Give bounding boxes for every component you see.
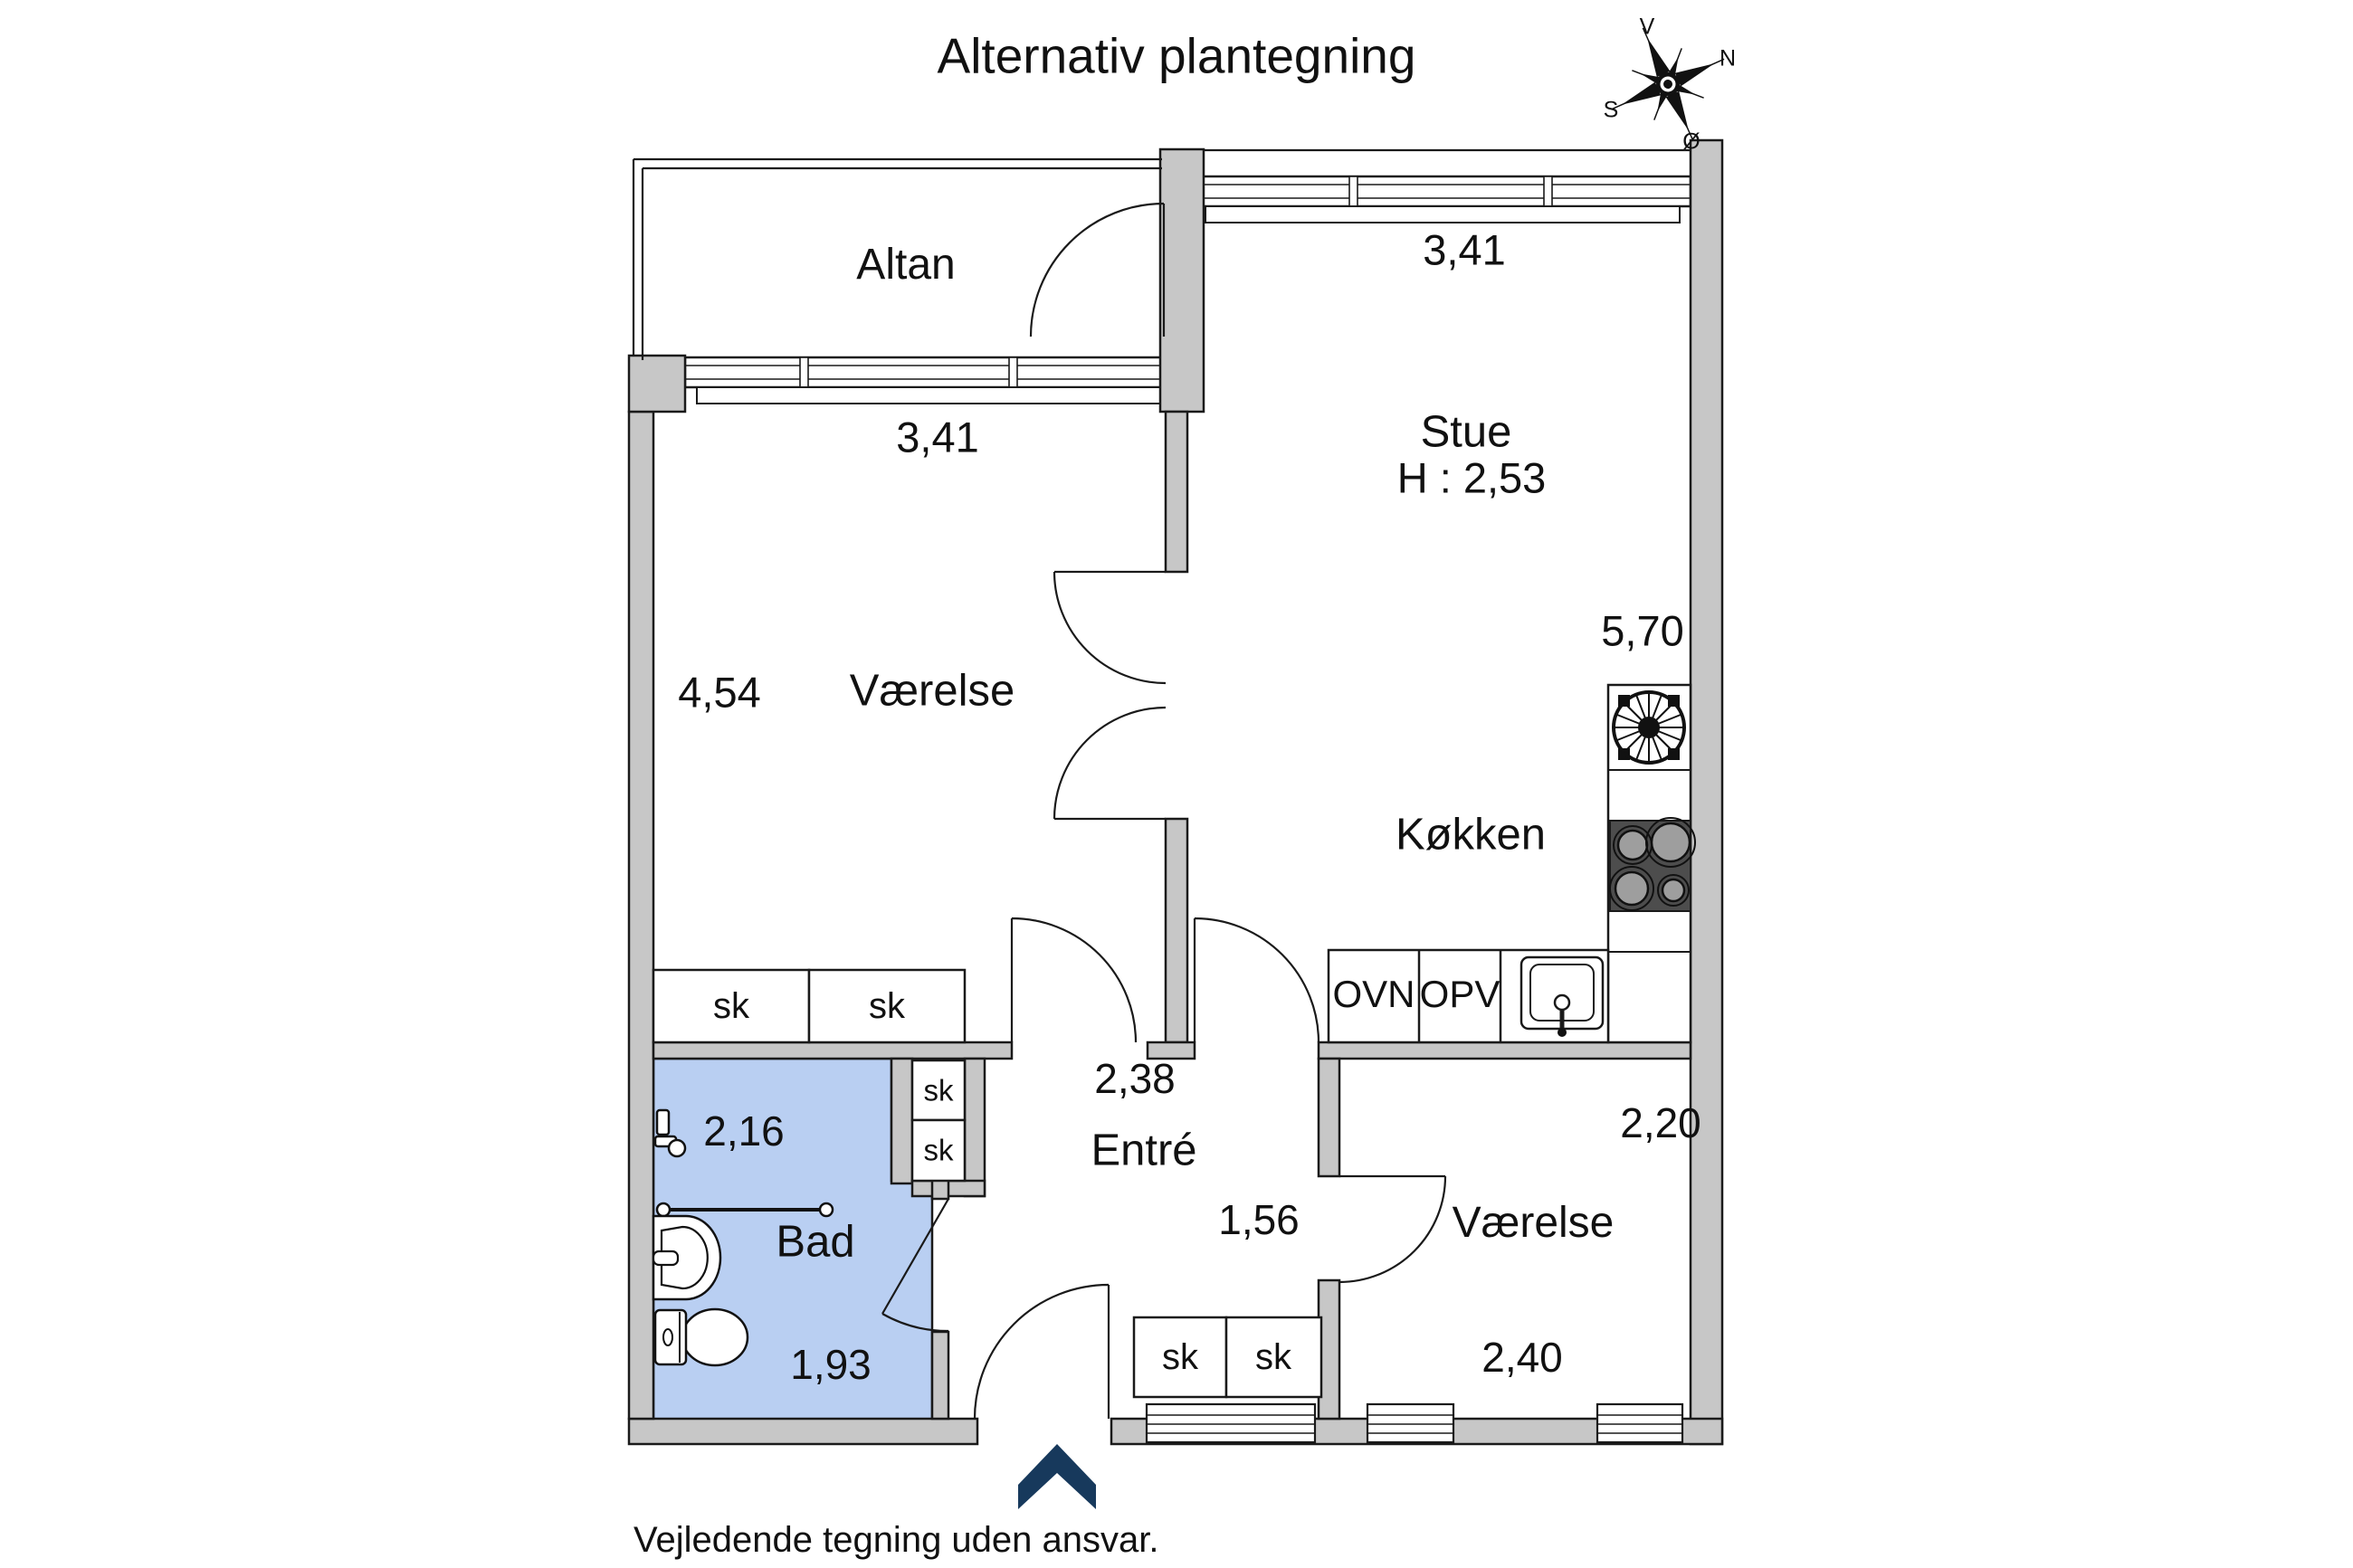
dim-ceiling-height: H : 2,53 xyxy=(1396,453,1547,502)
room-label-bedroom2: Værelse xyxy=(1452,1199,1615,1247)
shower-rail xyxy=(655,1202,834,1218)
door-double-upper xyxy=(1053,570,1167,685)
closet-bedroom1-b xyxy=(807,968,967,1044)
closet-label-3: sk xyxy=(923,1073,954,1107)
closet-label-2: sk xyxy=(869,986,905,1026)
wall-bedroom2-upper xyxy=(1317,1057,1341,1178)
door-hall-left xyxy=(1010,917,1138,1043)
wall-mid-c xyxy=(1317,1041,1692,1060)
dim-hall-width: 2,38 xyxy=(1094,1055,1176,1102)
dim-bedroom1-window: 3,41 xyxy=(896,413,979,461)
closets xyxy=(652,968,1323,1399)
cooktop-icon xyxy=(1609,817,1696,912)
extractor-fan-icon xyxy=(1612,690,1686,765)
closet-bedroom1-a xyxy=(652,968,811,1044)
balcony-railing xyxy=(632,157,1162,360)
kitchen-sink-icon xyxy=(1519,955,1605,1037)
dim-living-window: 3,41 xyxy=(1423,225,1506,274)
closet-label-4: sk xyxy=(923,1133,954,1167)
shower-mixer-icon xyxy=(653,1108,687,1158)
window-bedroom2-right xyxy=(1596,1402,1684,1444)
door-entrance xyxy=(973,1283,1110,1420)
wall-bottom-left xyxy=(627,1417,979,1446)
closet-hall-a xyxy=(1132,1316,1228,1399)
washbasin-icon xyxy=(652,1214,722,1301)
door-double-lower xyxy=(1053,706,1167,821)
room-label-living: Stue xyxy=(1420,407,1512,457)
wall-left-exterior xyxy=(627,410,655,1421)
room-label-bedroom1: Værelse xyxy=(849,666,1015,716)
footer-disclaimer: Vejledende tegning uden ansvar. xyxy=(634,1520,1159,1560)
doors xyxy=(881,202,1447,1420)
dim-hall-inner: 1,56 xyxy=(1218,1196,1300,1243)
wall-stub-lower xyxy=(1164,817,1189,1044)
closet-label-5: sk xyxy=(1162,1337,1198,1377)
closet-hall-b xyxy=(1224,1316,1323,1399)
room-label-kitchen: Køkken xyxy=(1395,810,1547,860)
compass-label-east: Ø xyxy=(1682,128,1700,155)
dim-bedroom2-width: 2,20 xyxy=(1620,1099,1701,1146)
entrance-arrow-icon xyxy=(1018,1444,1096,1509)
wall-bathdoor-bottom xyxy=(930,1330,950,1421)
closet-label-6: sk xyxy=(1255,1337,1291,1377)
compass-label-north: N xyxy=(1719,45,1737,71)
dim-kitchen-depth: 5,70 xyxy=(1601,606,1684,655)
room-label-bath: Bad xyxy=(776,1217,855,1267)
dim-bedroom2-inner: 2,40 xyxy=(1481,1334,1563,1381)
wall-bath-right xyxy=(890,1057,914,1185)
page-title: Alternativ plantegning xyxy=(937,27,1416,84)
window-band-living xyxy=(1191,148,1692,223)
closet-label-1: sk xyxy=(713,986,749,1026)
bottom-windows xyxy=(1145,1402,1684,1444)
cabinet-label-dishwasher: OPV xyxy=(1419,973,1500,1015)
dim-bedroom1-depth: 4,54 xyxy=(678,668,761,717)
window-band-bedroom1 xyxy=(683,356,1196,404)
bathroom-fixtures xyxy=(652,1108,834,1367)
door-bathroom xyxy=(881,1198,949,1333)
closet-bath-b xyxy=(910,1118,967,1183)
cabinet-label-oven: OVN xyxy=(1332,973,1415,1015)
wall-corner-block xyxy=(627,354,687,413)
room-label-balcony: Altan xyxy=(856,241,956,289)
wall-right-exterior xyxy=(1689,138,1724,1446)
toilet-icon xyxy=(653,1307,749,1367)
compass-rose-icon xyxy=(1611,27,1725,141)
compass-label-west: V xyxy=(1639,14,1655,40)
room-label-hall: Entré xyxy=(1091,1126,1197,1175)
dim-bath-length: 1,93 xyxy=(790,1341,872,1388)
wall-balcony-pillar xyxy=(1158,147,1205,413)
compass-label-south: S xyxy=(1603,97,1619,123)
door-hall-right xyxy=(1193,917,1320,1043)
dim-bath-width: 2,16 xyxy=(703,1107,785,1155)
wall-mid-a xyxy=(652,1041,1014,1060)
wall-stub-upper xyxy=(1164,410,1189,574)
door-balcony xyxy=(1029,202,1166,337)
kitchen-fixtures xyxy=(1327,683,1696,1044)
wall-skcol-right xyxy=(963,1057,986,1198)
window-hall-bottom xyxy=(1145,1402,1317,1444)
door-bedroom2 xyxy=(1338,1174,1447,1284)
wall-mid-b xyxy=(1146,1041,1196,1060)
window-bedroom2-left xyxy=(1366,1402,1455,1444)
